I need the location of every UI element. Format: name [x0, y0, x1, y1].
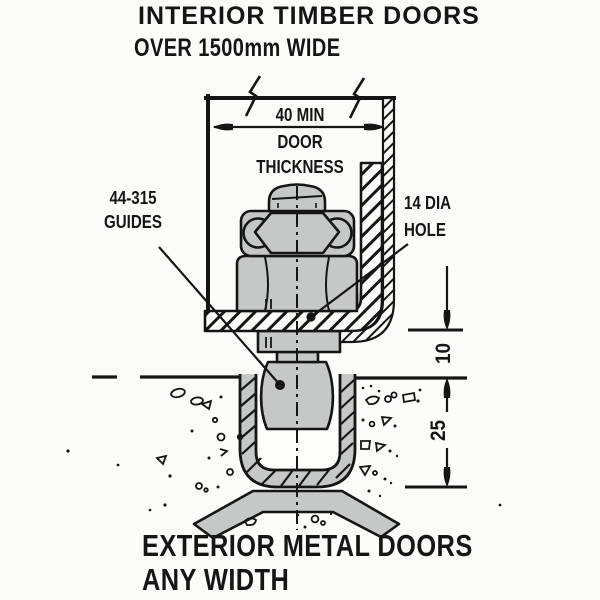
hole-label-line-2: HOLE	[404, 220, 447, 240]
channel-anchor-flare	[192, 489, 401, 540]
footer-line-1: EXTERIOR METAL DOORS	[142, 528, 473, 563]
footer-line-2: ANY WIDTH	[142, 562, 290, 597]
dim-10-label: 10	[432, 342, 456, 364]
door-edge-strip	[338, 96, 396, 344]
dim-25-label: 25	[427, 419, 451, 441]
guides-label-line-2: GUIDES	[104, 212, 162, 232]
title-line-1: INTERIOR TIMBER DOORS	[138, 2, 480, 30]
arrow-up-25	[443, 378, 451, 398]
dim-40min-label: 40 MIN	[275, 105, 325, 125]
break-marks	[244, 75, 366, 119]
guides-leader-dot	[275, 380, 285, 390]
weld-dot	[236, 433, 244, 441]
dim-thickness-label: THICKNESS	[256, 157, 344, 177]
arrow-left	[213, 123, 233, 131]
hole-label-line-1: 14 DIA	[404, 193, 452, 213]
guide-bolt-nuts	[235, 183, 359, 313]
dimension-10-25	[405, 266, 467, 489]
door-outline	[204, 94, 396, 314]
guides-leader	[158, 246, 281, 386]
break-mark-right	[348, 77, 366, 119]
guides-label-line-1: 44-315	[109, 188, 157, 208]
break-mark-left	[244, 75, 262, 117]
floor-lines	[92, 375, 467, 380]
nut-surface-ticks	[265, 299, 272, 309]
title-line-2: OVER 1500mm WIDE	[134, 34, 341, 62]
arrow-right	[364, 123, 384, 131]
leader-lines	[158, 243, 409, 390]
dim-door-label: DOOR	[277, 132, 323, 152]
door-thickness-dimension	[213, 123, 384, 131]
arrow-down-10	[443, 310, 451, 330]
washer-ticks	[265, 337, 272, 348]
arrow-down-25	[443, 467, 451, 487]
hole-leader	[310, 243, 409, 318]
concrete-aggregate	[66, 384, 502, 512]
hole-leader-dot	[306, 312, 316, 322]
